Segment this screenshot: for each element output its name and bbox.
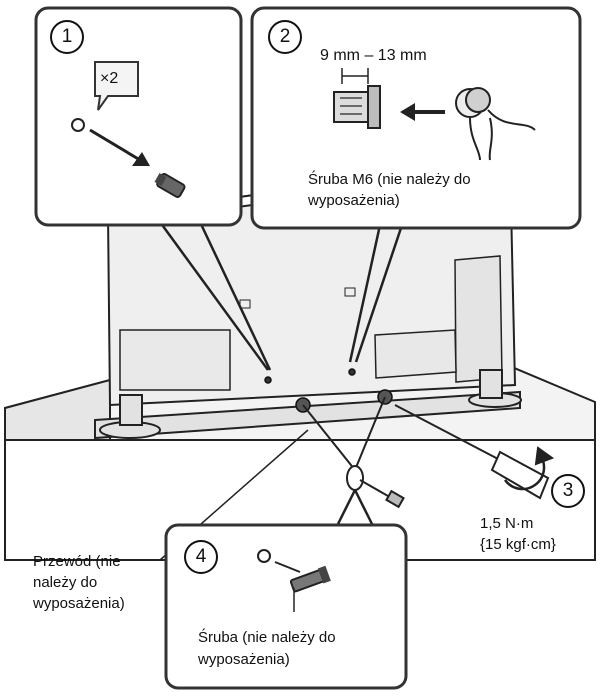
step-number-2: 2 <box>268 20 302 54</box>
step4-caption-line1: Śruba (nie należy do <box>198 629 336 646</box>
step2-caption-line2: wyposażenia) <box>308 192 400 209</box>
step-number-3: 3 <box>551 474 585 508</box>
cord-label-line3: wyposażenia) <box>33 595 125 612</box>
tv-base <box>94 369 522 440</box>
cord-label-line1: Przewód (nie <box>33 553 121 570</box>
stand-screw <box>359 479 405 509</box>
leader-lines <box>158 221 404 561</box>
step-number-4: 4 <box>184 540 218 574</box>
step4-caption-line2: wyposażenia) <box>198 651 290 668</box>
step-number-1: 1 <box>50 20 84 54</box>
torque-value: 1,5 N·m <box>480 515 534 532</box>
cord-label-line2: należy do <box>33 574 98 591</box>
screwdriver <box>394 404 555 500</box>
panel-step-2 <box>250 6 582 230</box>
bolt-length-dimension: 9 mm – 13 mm <box>320 47 427 64</box>
torque-value-alt: {15 kgf·cm} <box>480 536 556 553</box>
quantity-badge: ×2 <box>100 70 119 87</box>
panel-step-1 <box>34 6 243 227</box>
step2-caption-line1: Śruba M6 (nie należy do <box>308 171 471 188</box>
panel-step-4 <box>164 523 408 690</box>
